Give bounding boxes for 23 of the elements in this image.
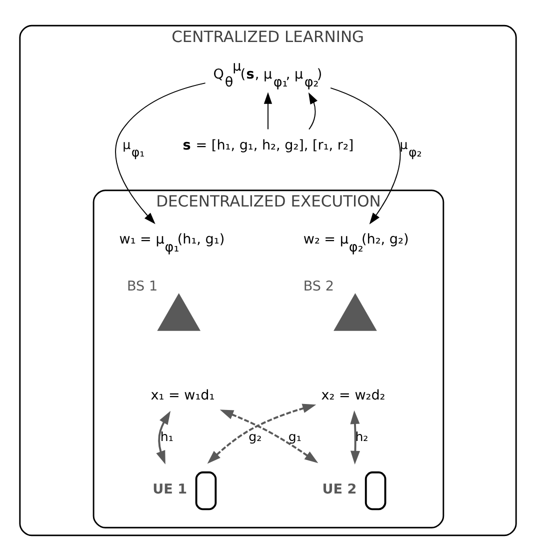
edge-label: h₁ [160,428,174,444]
arrow [264,92,272,130]
edge-label: h₂ [355,428,368,444]
arrow [350,410,360,464]
arrow [115,82,206,224]
edge-label: g₂ [248,428,262,444]
node-phone [195,470,217,510]
node-antenna [157,292,201,330]
node-label: BS 2 [303,278,334,294]
node-text: x₂ = w₂d₂ [321,386,386,403]
node-phone [364,470,386,510]
edge-label: g₁ [288,428,302,444]
node-label: BS 1 [126,278,158,294]
arrow [220,409,318,463]
node-text: x₁ = w₁d₁ [150,386,215,403]
node-label: UE 2 [322,480,357,497]
node-antenna [334,292,377,330]
arrow [156,410,171,464]
node-label: UE 1 [152,480,188,497]
node-text: s = [h₁, g₁, h₂, g₂], [r₁, r₂] [182,136,354,153]
arrow [207,403,316,464]
arrow [330,86,401,224]
arrow [308,92,318,130]
